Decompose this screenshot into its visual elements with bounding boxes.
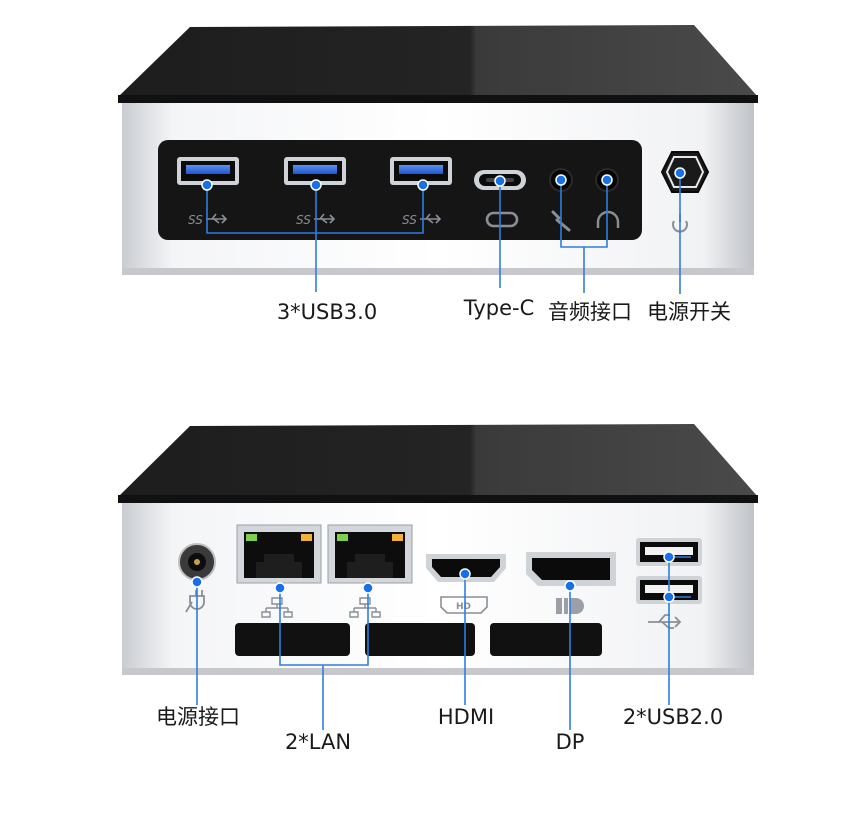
lan-port	[236, 524, 322, 584]
usb3-port	[177, 157, 239, 185]
hdmi-label: HDMI	[437, 705, 495, 729]
dc-power-jack	[178, 543, 216, 581]
hdmi-port	[426, 554, 506, 582]
front-callout-dots	[201, 167, 686, 191]
usb-icon	[648, 614, 682, 629]
displayport-icon	[556, 598, 584, 614]
power-port-label: 电源接口	[156, 705, 240, 729]
front-port-panel	[158, 140, 642, 240]
usb3-marking: SS	[296, 213, 311, 227]
front-lid-edge	[118, 95, 758, 103]
usb3-port	[390, 157, 452, 185]
usb2-label: 2*USB2.0	[622, 705, 724, 729]
rear-view: HD	[118, 424, 758, 730]
front-view: SS SS SS	[118, 25, 758, 294]
power-switch-label: 电源开关	[647, 300, 731, 324]
usb-icon	[314, 213, 336, 224]
front-chassis-shadow	[122, 268, 754, 275]
dc-power-icon	[185, 590, 205, 613]
front-callout-lines	[206, 173, 681, 294]
dp-label: DP	[555, 730, 585, 754]
power-button-ring	[665, 156, 705, 188]
usb3-port	[284, 157, 346, 185]
usb3-marking: SS	[402, 213, 417, 227]
usb3-label: 3*USB3.0	[276, 300, 378, 324]
rear-lid	[118, 424, 758, 497]
usb3-marking: SS	[188, 213, 203, 227]
type-c-label: Type-C	[463, 296, 535, 320]
network-icon	[349, 597, 381, 618]
headphone-icon	[596, 210, 620, 228]
rear-callout-dots	[191, 551, 675, 603]
audio-port-label: 音频接口	[548, 300, 632, 324]
usb-icon	[206, 213, 228, 224]
hdmi-marking: HD	[456, 602, 471, 612]
vent-grille	[235, 623, 602, 656]
lan-label: 2*LAN	[284, 730, 352, 754]
type-c-icon	[485, 211, 519, 228]
displayport-port	[526, 552, 616, 586]
hdmi-icon	[440, 596, 488, 614]
microphone-icon	[551, 210, 571, 232]
front-lid	[118, 25, 758, 97]
rear-chassis-shadow	[122, 668, 754, 675]
network-icon	[261, 597, 293, 618]
usb-icon	[420, 213, 442, 224]
lan-port	[327, 524, 413, 584]
rear-lid-edge	[118, 495, 758, 503]
